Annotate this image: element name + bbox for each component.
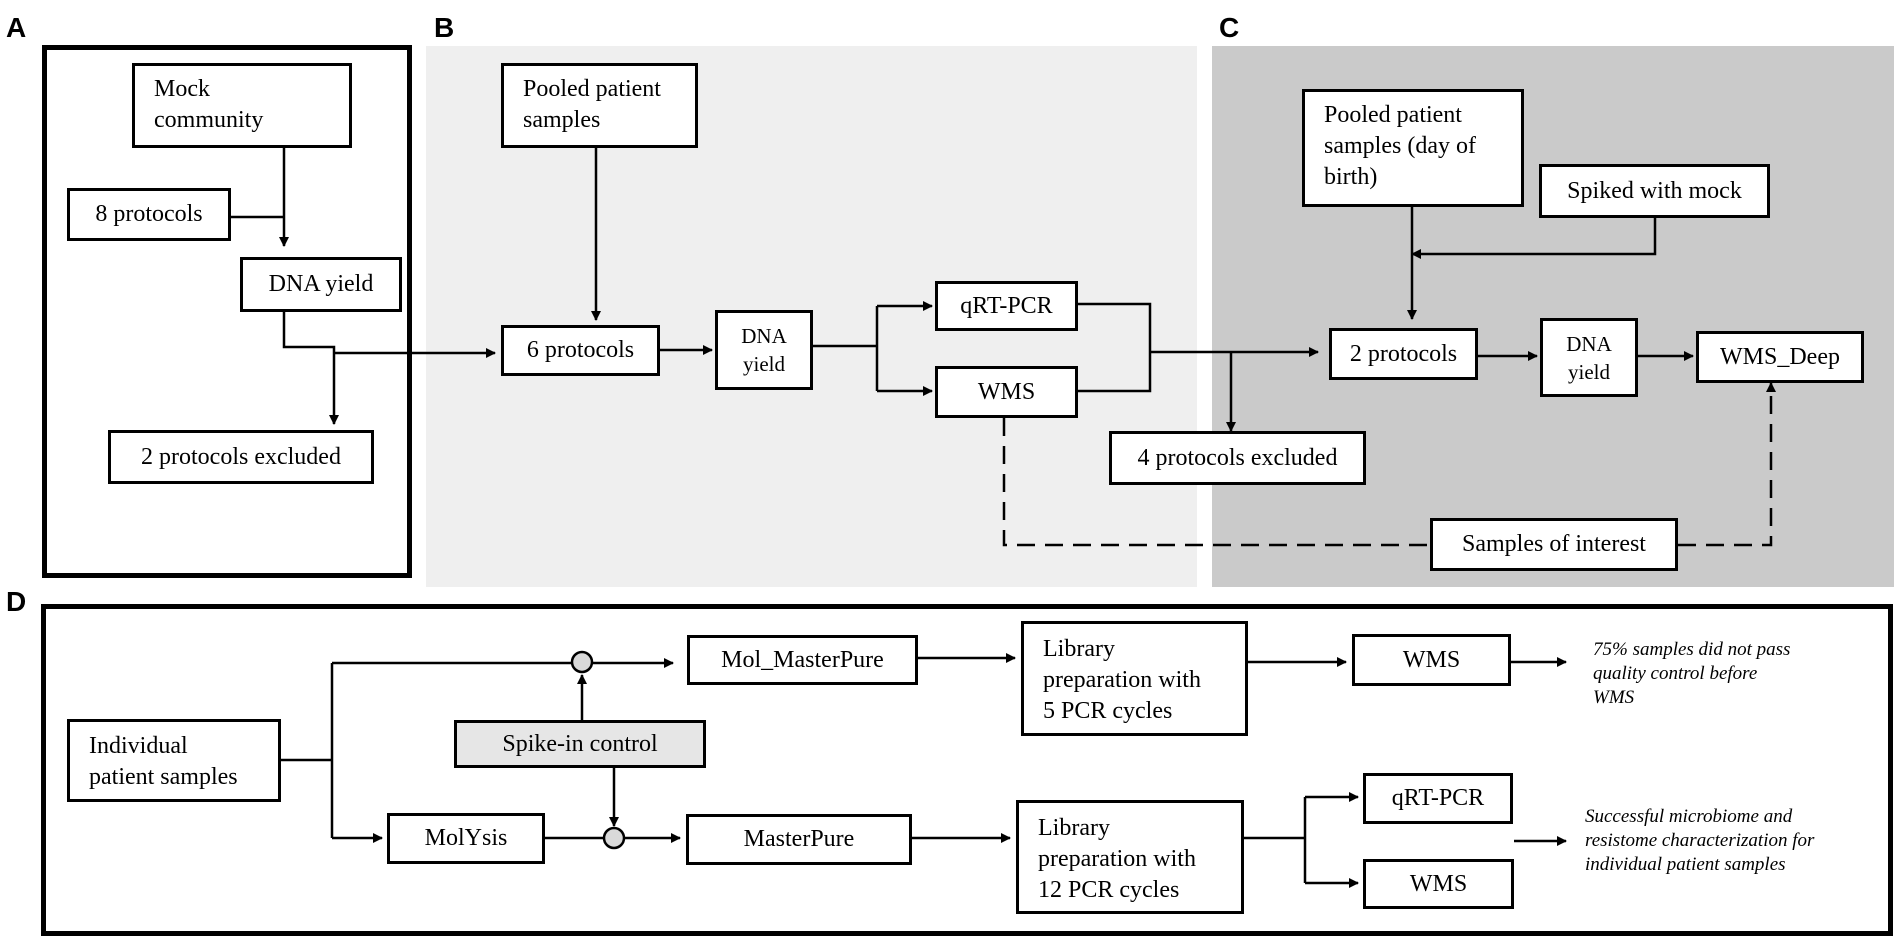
node-library-prep-12-cycles: Library preparation with 12 PCR cycles	[1016, 800, 1244, 914]
note-qc-failed: 75% samples did not pass quality control…	[1593, 639, 1791, 708]
node-2-protocols: 2 protocols	[1329, 328, 1478, 380]
node-mol-masterpure: Mol_MasterPure	[687, 635, 918, 685]
dashed-samples-to-wmsdeep	[1678, 382, 1776, 547]
panel-label-d: D	[6, 586, 27, 617]
node-pooled-patient-samples: Pooled patient samples	[501, 63, 698, 148]
note-successful-characterization: Successful microbiome and resistome char…	[1585, 806, 1815, 875]
panel-label-a: A	[6, 12, 27, 43]
node-dna-yield-c: DNA yield	[1540, 318, 1638, 397]
node-dna-yield-b: DNA yield	[715, 310, 813, 390]
node-individual-patient-samples: Individual patient samples	[67, 719, 281, 802]
panel-label-c: C	[1219, 12, 1240, 43]
junction-bottom	[602, 826, 626, 850]
node-samples-of-interest: Samples of interest	[1430, 518, 1678, 571]
node-spiked-with-mock: Spiked with mock	[1539, 164, 1770, 218]
node-dna-yield-a: DNA yield	[240, 257, 402, 312]
panel-a-frame	[42, 45, 412, 578]
junction-top	[570, 650, 594, 674]
node-wms-d-top: WMS	[1352, 634, 1511, 686]
arrow-yield-to-excluded	[282, 312, 339, 425]
node-wms-b: WMS	[935, 366, 1078, 418]
node-2-protocols-excluded: 2 protocols excluded	[108, 430, 374, 484]
panel-label-b: B	[434, 12, 455, 43]
node-pooled-patient-samples-day-of-birth: Pooled patient samples (day of birth)	[1302, 89, 1524, 207]
arrow-spiked-join	[1411, 218, 1657, 259]
panel-d-frame	[41, 604, 1893, 936]
node-4-protocols-excluded: 4 protocols excluded	[1109, 431, 1366, 485]
node-mock-community: Mock community	[132, 63, 352, 148]
dashed-wms-to-samples	[1002, 418, 1430, 547]
line-merge-results	[1078, 302, 1152, 393]
node-library-prep-5-cycles: Library preparation with 5 PCR cycles	[1021, 621, 1248, 736]
node-spike-in-control: Spike-in control	[454, 720, 706, 768]
node-qrtpcr-d: qRT-PCR	[1363, 773, 1513, 824]
node-8-protocols: 8 protocols	[67, 188, 231, 241]
node-6-protocols: 6 protocols	[501, 325, 660, 376]
node-molysis: MolYsis	[387, 813, 545, 864]
node-wms-deep: WMS_Deep	[1696, 331, 1864, 383]
node-wms-d-bottom: WMS	[1363, 859, 1514, 909]
node-qrtpcr-b: qRT-PCR	[935, 281, 1078, 331]
node-masterpure: MasterPure	[686, 814, 912, 865]
